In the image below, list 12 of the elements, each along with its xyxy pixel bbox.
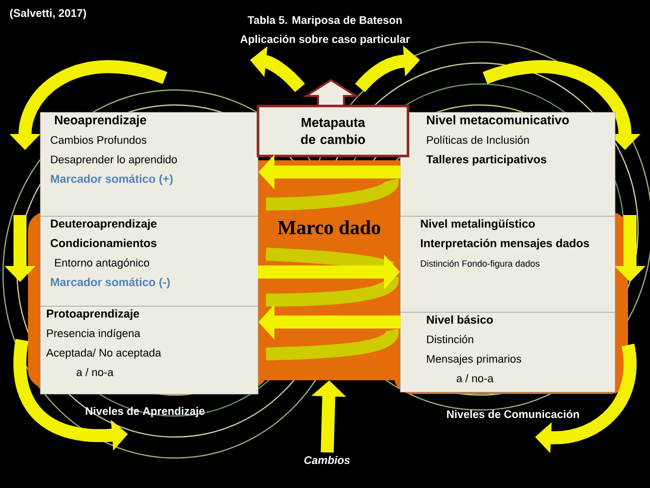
text-panel: Protoaprendizaje Presencia indígena Aceptada/ No aceptada a / no-a: [40, 306, 258, 394]
caption-text: Niveles de Comunicación: [447, 410, 579, 418]
process-box: Metapauta de cambio: [256, 104, 410, 158]
caption-text: Cambios: [304, 456, 350, 464]
citation-text: (Salvetti, 2017): [10, 8, 86, 20]
text-panel: Nivel básico Distinción Mensajes primarios a / no-a: [400, 312, 616, 392]
text-panel: Nivel metalingüístico Interpretación mensajes dados Distinción Fondo-figura dados: [400, 216, 616, 312]
subtitle-text: Aplicación sobre caso particular: [240, 34, 410, 46]
text-panel: Deuteroaprendizaje Condicionamientos Entorno antagónico Marcador somático (-): [40, 216, 258, 306]
text-panel: Neoaprendizaje Cambios Profundos Desaprender lo aprendido Marcador somático (+): [40, 112, 258, 216]
text-panel: Nivel metacomunicativo Políticas de Inclusión Talleres participativos: [400, 112, 616, 216]
title-text: Tabla 5. Mariposa de Bateson: [248, 16, 402, 26]
